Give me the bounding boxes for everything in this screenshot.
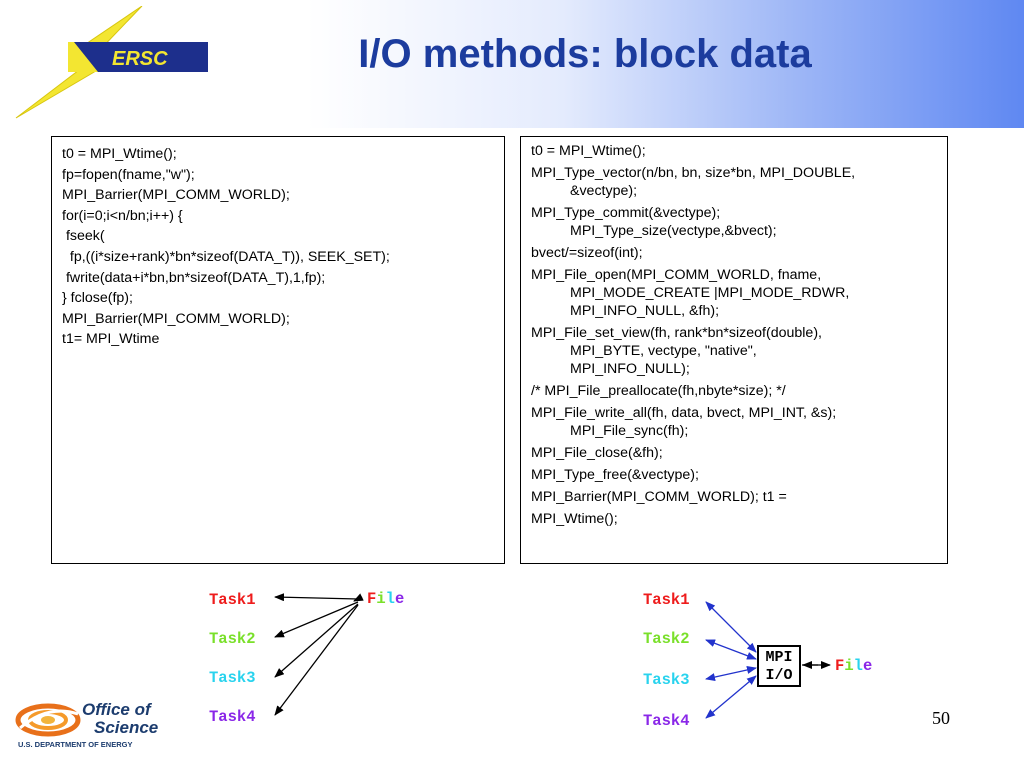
code-statement: MPI_Type_free(&vectype);	[531, 466, 947, 484]
serial-arrows	[274, 593, 364, 716]
code-line: /* MPI_File_preallocate(fh,nbyte*size); …	[531, 383, 786, 399]
code-statement: MPI_File_open(MPI_COMM_WORLD, fname, MPI_…	[531, 266, 947, 320]
mpi-line1: MPI	[765, 649, 793, 666]
code-continuation-line: MPI_MODE_CREATE |MPI_MODE_RDWR,	[570, 285, 850, 301]
code-statement: MPI_Type_commit(&vectype); MPI_Type_size(…	[531, 204, 947, 240]
code-continuation-line: MPI_BYTE, vectype, "native",	[570, 343, 757, 359]
code-statement: MPI_Wtime();	[531, 510, 947, 528]
code-statement: t0 = MPI_Wtime();	[531, 142, 947, 160]
code-line: MPI_Type_vector(n/bn, bn, size*bn, MPI_D…	[531, 165, 856, 181]
nersc-text: ERSC	[112, 48, 168, 70]
code-line: MPI_Barrier(MPI_COMM_WORLD); t1 =	[531, 489, 787, 505]
task4-label: Task4	[643, 712, 690, 730]
nersc-logo: ERSC	[14, 5, 214, 120]
file-label: File	[367, 590, 405, 608]
code-continuation-line: MPI_INFO_NULL);	[570, 361, 690, 377]
code-continuation-line: MPI_Type_size(vectype,&bvect);	[570, 223, 777, 239]
code-line: MPI_File_set_view(fh, rank*bn*sizeof(dou…	[531, 325, 822, 341]
file-label: File	[835, 657, 873, 675]
nersc-lightning-icon: ERSC	[15, 5, 208, 119]
doe-swirl-icon	[15, 703, 81, 737]
code-statement: bvect/=sizeof(int);	[531, 244, 947, 262]
office-of-science-logo: Office of Science U.S. DEPARTMENT OF ENE…	[14, 696, 174, 754]
office-line3: U.S. DEPARTMENT OF ENERGY	[18, 740, 133, 749]
code-line: fp=fopen(fname,"w");	[62, 166, 195, 183]
code-line: fseek(	[62, 228, 105, 245]
mpi-arrows	[705, 601, 831, 719]
serial-io-code-box: t0 = MPI_Wtime(); fp=fopen(fname,"w"); MPI…	[51, 136, 505, 564]
code-line: for(i=0;i<n/bn;i++) {	[62, 207, 183, 224]
page-number: 50	[932, 708, 950, 728]
office-line2: Science	[94, 718, 159, 737]
code-statement: MPI_File_close(&fh);	[531, 444, 947, 462]
code-line: t1= MPI_Wtime	[62, 331, 160, 348]
code-line: t0 = MPI_Wtime();	[531, 143, 646, 159]
task3-label: Task3	[643, 671, 690, 689]
code-line: } fclose(fp);	[62, 290, 133, 307]
code-statement: /* MPI_File_preallocate(fh,nbyte*size); …	[531, 382, 947, 400]
mpi-io-code-box: t0 = MPI_Wtime(); MPI_Type_vector(n/bn, b…	[520, 136, 948, 564]
code-statement: MPI_Type_vector(n/bn, bn, size*bn, MPI_D…	[531, 164, 947, 200]
code-line: fp,((i*size+rank)*bn*sizeof(DATA_T)), SE…	[62, 248, 390, 265]
task3-label: Task3	[209, 669, 256, 687]
code-continuation-line: &vectype);	[570, 183, 638, 199]
code-line: MPI_Barrier(MPI_COMM_WORLD);	[62, 310, 290, 327]
code-statement: MPI_File_set_view(fh, rank*bn*sizeof(dou…	[531, 324, 947, 378]
code-line: MPI_Type_free(&vectype);	[531, 467, 699, 483]
code-line: MPI_Barrier(MPI_COMM_WORLD);	[62, 187, 290, 204]
office-line1: Office of	[82, 700, 151, 719]
page-title: I/O methods: block data	[358, 32, 812, 76]
code-line: t0 = MPI_Wtime();	[62, 146, 177, 162]
code-line: MPI_File_write_all(fh, data, bvect, MPI_…	[531, 405, 837, 421]
code-line: MPI_File_open(MPI_COMM_WORLD, fname,	[531, 267, 822, 283]
mpi-io-box: MPI I/O	[757, 645, 801, 687]
code-line: bvect/=sizeof(int);	[531, 245, 643, 261]
mpi-line2: I/O	[765, 667, 793, 684]
task1-label: Task1	[209, 591, 256, 609]
code-line: MPI_Wtime();	[531, 511, 618, 527]
code-statement: MPI_Barrier(MPI_COMM_WORLD); t1 =	[531, 488, 947, 506]
task2-label: Task2	[209, 630, 256, 648]
code-line: fwrite(data+i*bn,bn*sizeof(DATA_T),1,fp)…	[62, 269, 326, 286]
code-line: MPI_File_close(&fh);	[531, 445, 663, 461]
code-continuation-line: MPI_File_sync(fh);	[570, 423, 689, 439]
task4-label: Task4	[209, 708, 256, 726]
code-continuation-line: MPI_INFO_NULL, &fh);	[570, 303, 720, 319]
code-line: MPI_Type_commit(&vectype);	[531, 205, 721, 221]
task2-label: Task2	[643, 630, 690, 648]
code-statement: MPI_File_write_all(fh, data, bvect, MPI_…	[531, 404, 947, 440]
task1-label: Task1	[643, 591, 690, 609]
